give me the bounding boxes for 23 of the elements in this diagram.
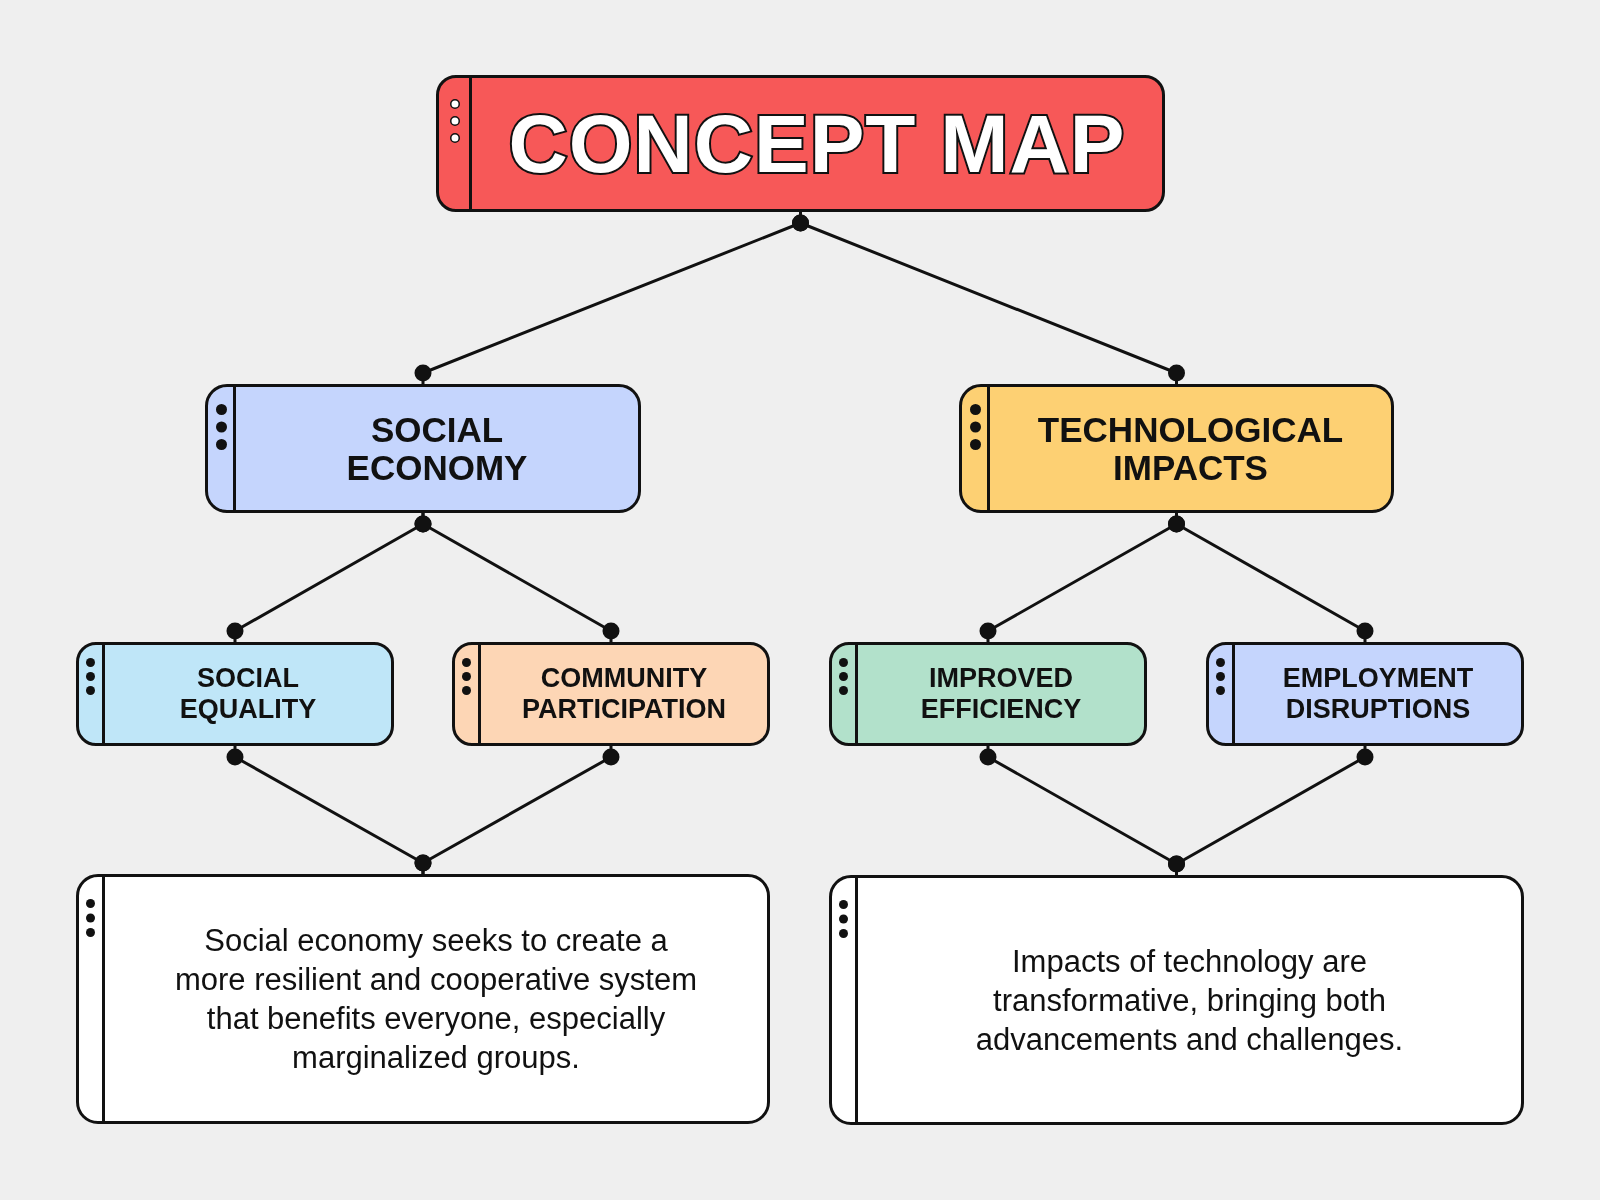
subtopic-label: EMPLOYMENT DISRUPTIONS	[1281, 663, 1475, 725]
topic-box	[959, 384, 1394, 513]
connector-line	[414, 746, 620, 874]
title-text: CONCEPT MAP	[508, 102, 1126, 185]
subtopic-label: IMPROVED EFFICIENCY	[919, 663, 1083, 725]
subtopic-label: SOCIAL EQUALITY	[178, 663, 318, 725]
subtopic-box	[76, 642, 394, 746]
subtopic-box	[1206, 642, 1524, 746]
title-box	[436, 75, 1165, 212]
connector-line	[414, 513, 620, 642]
connector-line	[1168, 746, 1374, 875]
description-box	[829, 875, 1524, 1125]
connector-line	[1168, 513, 1374, 642]
subtopic-box	[452, 642, 770, 746]
topic-label: SOCIAL ECONOMY	[345, 410, 529, 487]
description-box	[76, 874, 770, 1124]
topic-label: TECHNOLOGICAL IMPACTS	[1036, 410, 1345, 487]
topic-box	[205, 384, 641, 513]
subtopic-label: COMMUNITY PARTICIPATION	[521, 663, 727, 725]
connector-line	[792, 212, 1185, 384]
subtopic-box	[829, 642, 1147, 746]
description-text: Social economy seeks to create a more resilient and cooperative system that benefits everyone, especially marginalized groups.	[173, 922, 699, 1077]
description-text: Impacts of technology are transformative, bringing both advancements and challenges.	[974, 942, 1405, 1059]
